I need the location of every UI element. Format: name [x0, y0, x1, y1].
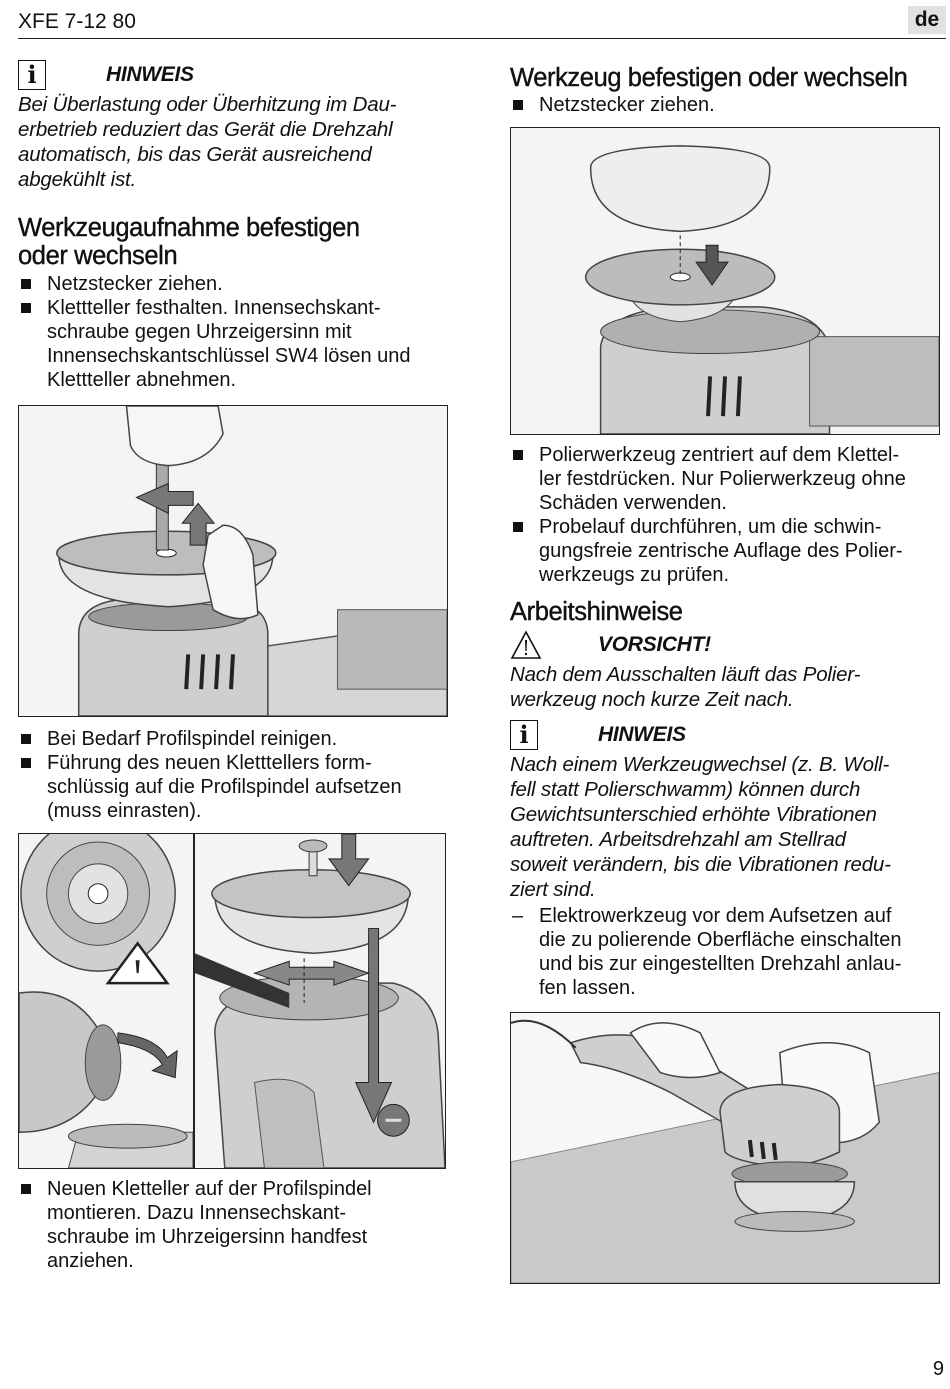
illustration-clean-spindle-drawing: [19, 834, 193, 1168]
header-divider: [18, 38, 946, 39]
illustration-attach-polisher: [510, 127, 940, 435]
hinweis-notice-2: i HINWEIS Nach einem Werkzeugwechsel (z.…: [510, 718, 940, 902]
list-item: Polierwerkzeug zentriert auf dem Klettel…: [510, 443, 940, 515]
text-line: Bei Überlastung oder Überhitzung im Dau-: [18, 93, 397, 116]
notice-header: i HINWEIS: [18, 58, 450, 92]
warning-triangle-icon: [510, 630, 542, 659]
right-column: Werkzeug befestigen oder wechseln Netzst…: [510, 64, 940, 1284]
text-line: fell statt Polierschwamm) können durch: [510, 778, 861, 801]
text-line: Bei Bedarf Profilspindel reinigen.: [47, 728, 338, 750]
list-item: Neuen Kletteller auf der Profilspindel m…: [18, 1177, 450, 1273]
language-badge: de: [908, 6, 946, 34]
dash-list: – Elektrowerkzeug vor dem Aufsetzen auf …: [510, 904, 940, 1000]
list-item: Führung des neuen Kletttellers form- sch…: [18, 751, 450, 823]
document-model-title: XFE 7-12 80: [18, 10, 136, 33]
text-line: Polierwerkzeug zentriert auf dem Klettel…: [539, 444, 900, 466]
text-line: werkzeugs zu prüfen.: [539, 564, 730, 586]
text-line: Klettteller festhalten. Innensechskant-: [47, 297, 381, 319]
text-line: (muss einrasten).: [47, 800, 202, 822]
info-icon: i: [18, 60, 46, 90]
text-line: schraube im Uhrzeigersinn handfest: [47, 1226, 368, 1248]
text-line: ler festdrücken. Nur Polierwerkzeug ohne: [539, 468, 906, 490]
text-line: Führung des neuen Kletttellers form-: [47, 752, 372, 774]
text-line: Klettteller abnehmen.: [47, 369, 237, 391]
list-item: Bei Bedarf Profilspindel reinigen.: [18, 727, 450, 751]
text-line: Netzstecker ziehen.: [539, 94, 715, 116]
text-line: die zu polierende Oberfläche einschalten: [539, 929, 902, 951]
illustration-polishing-surface: [510, 1012, 940, 1284]
hinweis-notice-1: i HINWEIS Bei Überlastung oder Überhitzu…: [18, 58, 450, 192]
notice-text: Bei Überlastung oder Überhitzung im Dau-…: [18, 92, 450, 192]
text-line: Netzstecker ziehen.: [47, 273, 223, 295]
text-line: abgekühlt ist.: [18, 168, 136, 191]
notice-label: VORSICHT!: [598, 633, 711, 656]
text-line: Schäden verwenden.: [539, 492, 727, 514]
instruction-list-3: Neuen Kletteller auf der Profilspindel m…: [18, 1177, 450, 1273]
text-line: schlüssig auf die Profilspindel aufsetze…: [47, 776, 402, 798]
text-line: Probelauf durchführen, um die schwin-: [539, 516, 882, 538]
dash-marker: –: [512, 905, 524, 927]
notice-text: Nach einem Werkzeugwechsel (z. B. Woll- …: [510, 752, 940, 902]
illustration-attach-polisher-drawing: [584, 145, 939, 434]
text-line: werkzeug noch kurze Zeit nach.: [510, 688, 794, 711]
illustration-polishing-surface-drawing: [511, 1013, 939, 1283]
illustration-clean-spindle: [18, 833, 194, 1169]
vorsicht-notice: VORSICHT! Nach dem Ausschalten läuft das…: [510, 628, 940, 712]
list-item: Netzstecker ziehen.: [510, 93, 940, 117]
list-item: Netzstecker ziehen.: [18, 272, 450, 296]
illustration-place-pad-drawing: [195, 834, 445, 1168]
info-icon: i: [510, 720, 538, 750]
text-line: Innensechskantschlüssel SW4 lösen und: [47, 345, 411, 367]
section-heading-arbeitshinweise: Arbeitshinweise: [510, 598, 683, 626]
text-line: ziert sind.: [510, 878, 596, 901]
illustration-remove-pad: [18, 405, 448, 717]
text-line: automatisch, bis das Gerät ausreichend: [18, 143, 372, 166]
instruction-list-4: Netzstecker ziehen.: [510, 93, 940, 117]
notice-label: HINWEIS: [598, 723, 686, 746]
section-heading-werkzeug: Werkzeug befestigen oder wechseln: [510, 64, 908, 92]
left-column: i HINWEIS Bei Überlastung oder Überhitzu…: [18, 58, 450, 1273]
instruction-list-2: Bei Bedarf Profilspindel reinigen. Führu…: [18, 727, 450, 823]
illustration-place-pad: [194, 833, 446, 1169]
list-item: – Elektrowerkzeug vor dem Aufsetzen auf …: [510, 904, 940, 1000]
text-line: soweit verändern, bis die Vibrationen re…: [510, 853, 891, 876]
notice-header: i HINWEIS: [510, 718, 940, 752]
notice-label: HINWEIS: [106, 63, 194, 86]
instruction-list-1: Netzstecker ziehen. Klettteller festhalt…: [18, 272, 450, 392]
text-line: Gewichtsunterschied erhöhte Vibrationen: [510, 803, 877, 826]
list-item: Probelauf durchführen, um die schwin- gu…: [510, 515, 940, 587]
text-line: montieren. Dazu Innensechskant-: [47, 1202, 347, 1224]
notice-text: Nach dem Ausschalten läuft das Polier- w…: [510, 662, 940, 712]
text-line: Nach einem Werkzeugwechsel (z. B. Woll-: [510, 753, 890, 776]
text-line: Neuen Kletteller auf der Profilspindel: [47, 1178, 372, 1200]
text-line: gungsfreie zentrische Auflage des Polier…: [539, 540, 903, 562]
text-line: und bis zur eingestellten Drehzahl anlau…: [539, 953, 902, 975]
page-number: 9: [932, 1358, 944, 1380]
illustration-mount-pad-group: [18, 833, 446, 1169]
list-item: Klettteller festhalten. Innensechskant- …: [18, 296, 450, 392]
text-line: erbetrieb reduziert das Gerät die Drehza…: [18, 118, 393, 141]
heading-line: oder wechseln: [18, 242, 178, 270]
text-line: Nach dem Ausschalten läuft das Polier-: [510, 663, 861, 686]
text-line: auftreten. Arbeitsdrehzahl am Stellrad: [510, 828, 846, 851]
notice-header: VORSICHT!: [510, 628, 940, 662]
text-line: fen lassen.: [539, 977, 636, 999]
text-line: Elektrowerkzeug vor dem Aufsetzen auf: [539, 905, 892, 927]
instruction-list-5: Polierwerkzeug zentriert auf dem Klettel…: [510, 443, 940, 587]
text-line: schraube gegen Uhrzeigersinn mit: [47, 321, 352, 343]
text-line: anziehen.: [47, 1250, 134, 1272]
illustration-remove-pad-drawing: [56, 406, 447, 716]
heading-line: Werkzeugaufnahme befestigen: [18, 214, 361, 242]
section-heading-werkzeugaufnahme: Werkzeugaufnahme befestigen oder wechsel…: [18, 214, 450, 270]
